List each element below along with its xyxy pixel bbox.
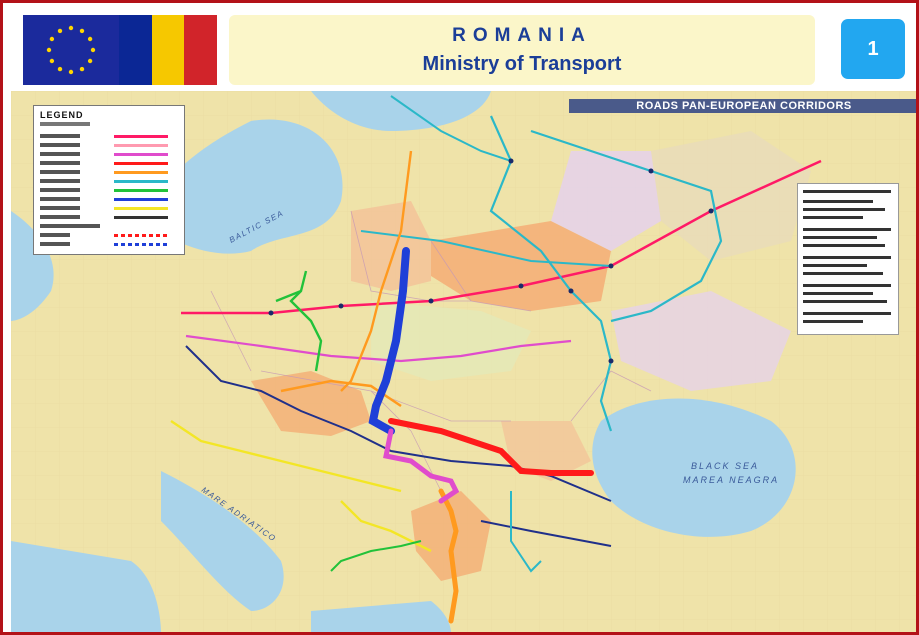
corridor-ii xyxy=(181,159,822,315)
eu-stars-icon xyxy=(46,25,96,75)
corridor-iii xyxy=(185,334,572,363)
eu-flag-icon xyxy=(23,15,119,85)
corridor-table xyxy=(797,183,899,335)
black-sea-label-ro: MAREA NEAGRA xyxy=(683,475,779,485)
black-sea-label: BLACK SEA xyxy=(691,461,759,471)
romania-flag-icon xyxy=(119,15,218,85)
legend-title: LEGEND xyxy=(40,110,84,120)
adriatic-sea xyxy=(161,471,284,611)
corridor-viii xyxy=(170,420,402,493)
flags xyxy=(23,15,218,85)
corridor-vi xyxy=(289,270,323,372)
title-box: ROMANIA Ministry of Transport xyxy=(229,15,815,85)
map-title: ROADS PAN-EUROPEAN CORRIDORS xyxy=(569,99,916,113)
corridors-map: BLACK SEA MAREA NEAGRA BALTIC SEA MARE A… xyxy=(11,91,916,632)
baltic-sea xyxy=(141,119,343,254)
corridor-ix xyxy=(368,247,410,435)
slide-number-badge: 1 xyxy=(841,19,905,79)
map-legend: LEGEND xyxy=(33,105,185,255)
corridor-x xyxy=(340,150,413,392)
corridor-iv xyxy=(388,418,594,476)
header: ROMANIA Ministry of Transport 1 xyxy=(3,3,916,91)
black-sea xyxy=(592,398,796,537)
title-ministry: Ministry of Transport xyxy=(422,53,622,75)
title-country: ROMANIA xyxy=(452,25,592,46)
